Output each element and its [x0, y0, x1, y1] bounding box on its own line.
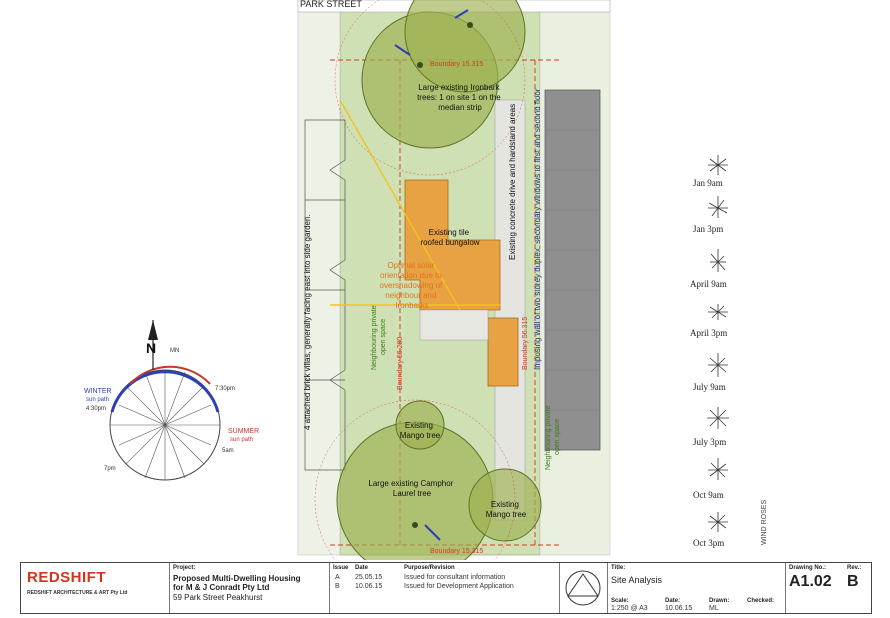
time-7pm: 7pm	[104, 466, 116, 472]
scale-value: 1:250 @ A3	[611, 605, 648, 612]
garage	[487, 317, 519, 387]
wind-label-2: April 9am	[690, 279, 727, 289]
wind-label-4: July 9am	[693, 382, 726, 392]
tb-brand-cell: REDSHIFT REDSHIFT ARCHITECTURE & ART Pty…	[21, 563, 170, 613]
solar-note: Optimal solar orientation due to oversha…	[380, 261, 445, 310]
time-730: 7:30pm	[215, 386, 235, 392]
brand-logo: REDSHIFT	[27, 569, 106, 586]
drive-label: Existing concrete drive and hardstand ar…	[508, 104, 517, 260]
two-storey-duplex	[544, 89, 601, 451]
issue-header: Issue	[333, 565, 349, 571]
title-block: REDSHIFT REDSHIFT ARCHITECTURE & ART Pty…	[20, 562, 872, 614]
boundary-west-label: Boundary 56.280	[397, 337, 404, 390]
date-header: Date	[355, 565, 369, 571]
drawing-no-label: Drawing No.:	[789, 565, 826, 571]
revision: B	[847, 573, 859, 590]
tb-issues-cell: Issue Date Purpose/Revision A 25.05.15 I…	[329, 563, 560, 613]
wind-label-0: Jan 9am	[693, 178, 723, 188]
tb-logo-cell	[559, 563, 608, 613]
issue-a: A	[335, 574, 340, 581]
purpose-header: Purpose/Revision	[404, 565, 455, 571]
time-430: 4:30pm	[86, 406, 106, 412]
solar-lines	[330, 99, 500, 311]
rev-label: Rev.:	[847, 565, 862, 571]
checked-label: Checked:	[747, 598, 775, 604]
issue-b-purpose: Issued for Development Application	[404, 583, 514, 590]
winter-sub-label: sun path	[86, 397, 109, 403]
project-line-1: Proposed Multi-Dwelling Housing	[173, 574, 301, 583]
tb-project-cell: Project: Proposed Multi-Dwelling Housing…	[169, 563, 330, 613]
brick-villas	[304, 119, 346, 471]
winter-label: WINTER	[84, 388, 112, 395]
issue-b-date: 10.06.15	[355, 583, 383, 590]
wind-label-5: July 3pm	[693, 437, 727, 447]
date-label: Date:	[665, 598, 681, 604]
title-label: Title:	[611, 565, 626, 571]
triangle-logo-icon	[565, 570, 601, 606]
wind-label-6: Oct 9am	[693, 490, 724, 500]
drawn-label: Drawn:	[709, 598, 730, 604]
project-label: Project:	[173, 565, 196, 571]
wind-label-7: Oct 3pm	[693, 538, 725, 548]
boundary-east-label: Boundary 56.315	[522, 317, 529, 370]
issue-b: B	[335, 583, 340, 590]
summer-arc	[129, 365, 211, 385]
summer-label: SUMMER	[228, 428, 259, 435]
time-5am: 5am	[222, 448, 234, 454]
summer-sub-label: sun path	[230, 437, 253, 443]
wind-arrows	[394, 9, 469, 541]
mango-1-label: Existing Mango tree	[400, 421, 441, 440]
camphor-label: Large existing Camphor Laurel tree	[368, 479, 455, 498]
tree-trunks	[412, 22, 473, 528]
firm-name: REDSHIFT ARCHITECTURE & ART Pty Ltd	[27, 590, 128, 596]
wall-label: Imposing wall of two storey duplex, seco…	[533, 88, 542, 370]
wind-label-3: April 3pm	[690, 328, 728, 338]
drawn-value: ML	[709, 605, 719, 612]
bungalow	[404, 179, 501, 311]
paved-area	[419, 309, 489, 341]
drawing-title: Site Analysis	[611, 575, 663, 585]
bungalow-label: Existing tile roofed bungalow	[420, 228, 479, 247]
date-value: 10.06.15	[665, 605, 693, 612]
tb-title-cell: Title: Site Analysis Scale: 1:250 @ A3 D…	[607, 563, 786, 613]
duplex-hatch	[545, 129, 600, 411]
open-space-east-label: Neighbouring private open space	[545, 403, 561, 470]
issue-a-date: 25.05.15	[355, 574, 383, 581]
wind-roses	[707, 155, 729, 532]
street-label: PARK STREET	[300, 0, 362, 9]
brick-villas-label: 4 attached brick villas, generally facin…	[303, 214, 312, 430]
site-plan: PARK STREET Boundary 15.315 Boundary 15.…	[84, 0, 768, 560]
ironbark-annotation: Large existing Ironbark trees: 1 on site…	[417, 83, 503, 112]
mn-label: MN	[170, 348, 179, 354]
open-space-west-label: Neighbouring private open space	[371, 303, 387, 370]
drawing-no: A1.02	[789, 573, 832, 590]
wind-roses-title: WIND ROSES	[761, 500, 768, 545]
project-address: 59 Park Street Peakhurst	[173, 593, 263, 602]
issue-a-purpose: Issued for consultant information	[404, 574, 506, 581]
boundary-north-label: Boundary 15.315	[430, 61, 483, 68]
project-line-2: for M & J Conradt Pty Ltd	[173, 583, 270, 592]
north-label: N	[146, 340, 156, 356]
tree-rings	[314, 0, 526, 560]
tb-drawing-no-cell: Drawing No.: Rev.: A1.02 B	[785, 563, 871, 613]
boundary-south-label: Boundary 15.315	[430, 548, 483, 555]
wind-label-1: Jan 3pm	[693, 224, 724, 234]
mango-2-label: Existing Mango tree	[486, 500, 527, 519]
sun-path-compass: N MN WINTER sun path SUMMER sun path 4:3…	[84, 320, 259, 481]
winter-arc	[110, 370, 220, 413]
scale-label: Scale:	[611, 598, 629, 604]
